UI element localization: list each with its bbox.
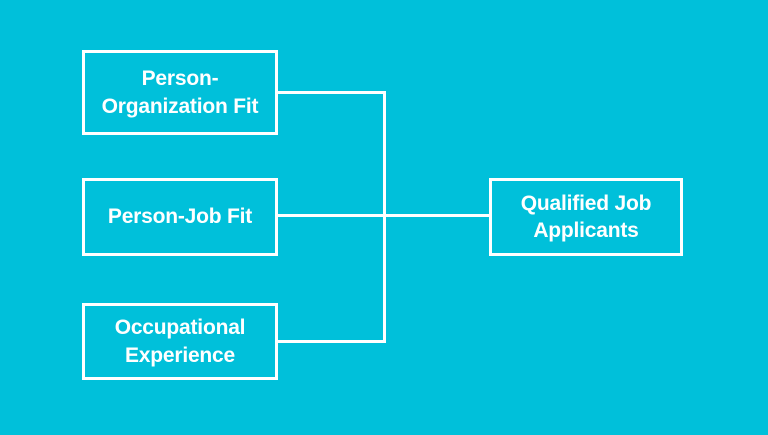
- node-qualified-job-applicants-label: Qualified Job Applicants: [520, 191, 652, 242]
- node-person-organization-fit-label: Person- Organization Fit: [101, 67, 259, 118]
- node-qualified-job-applicants: Qualified Job Applicants: [489, 178, 683, 256]
- node-person-organization-fit: Person- Organization Fit: [82, 50, 278, 135]
- node-person-job-fit: Person-Job Fit: [82, 178, 278, 256]
- node-occupational-experience: Occupational Experience: [82, 303, 278, 380]
- connector-occupational-experience: [278, 340, 386, 343]
- connector-person-organization-fit: [278, 91, 386, 94]
- connector-vertical-trunk: [383, 91, 386, 343]
- node-occupational-experience-label: Occupational Experience: [114, 316, 246, 367]
- node-person-job-fit-label: Person-Job Fit: [107, 205, 253, 229]
